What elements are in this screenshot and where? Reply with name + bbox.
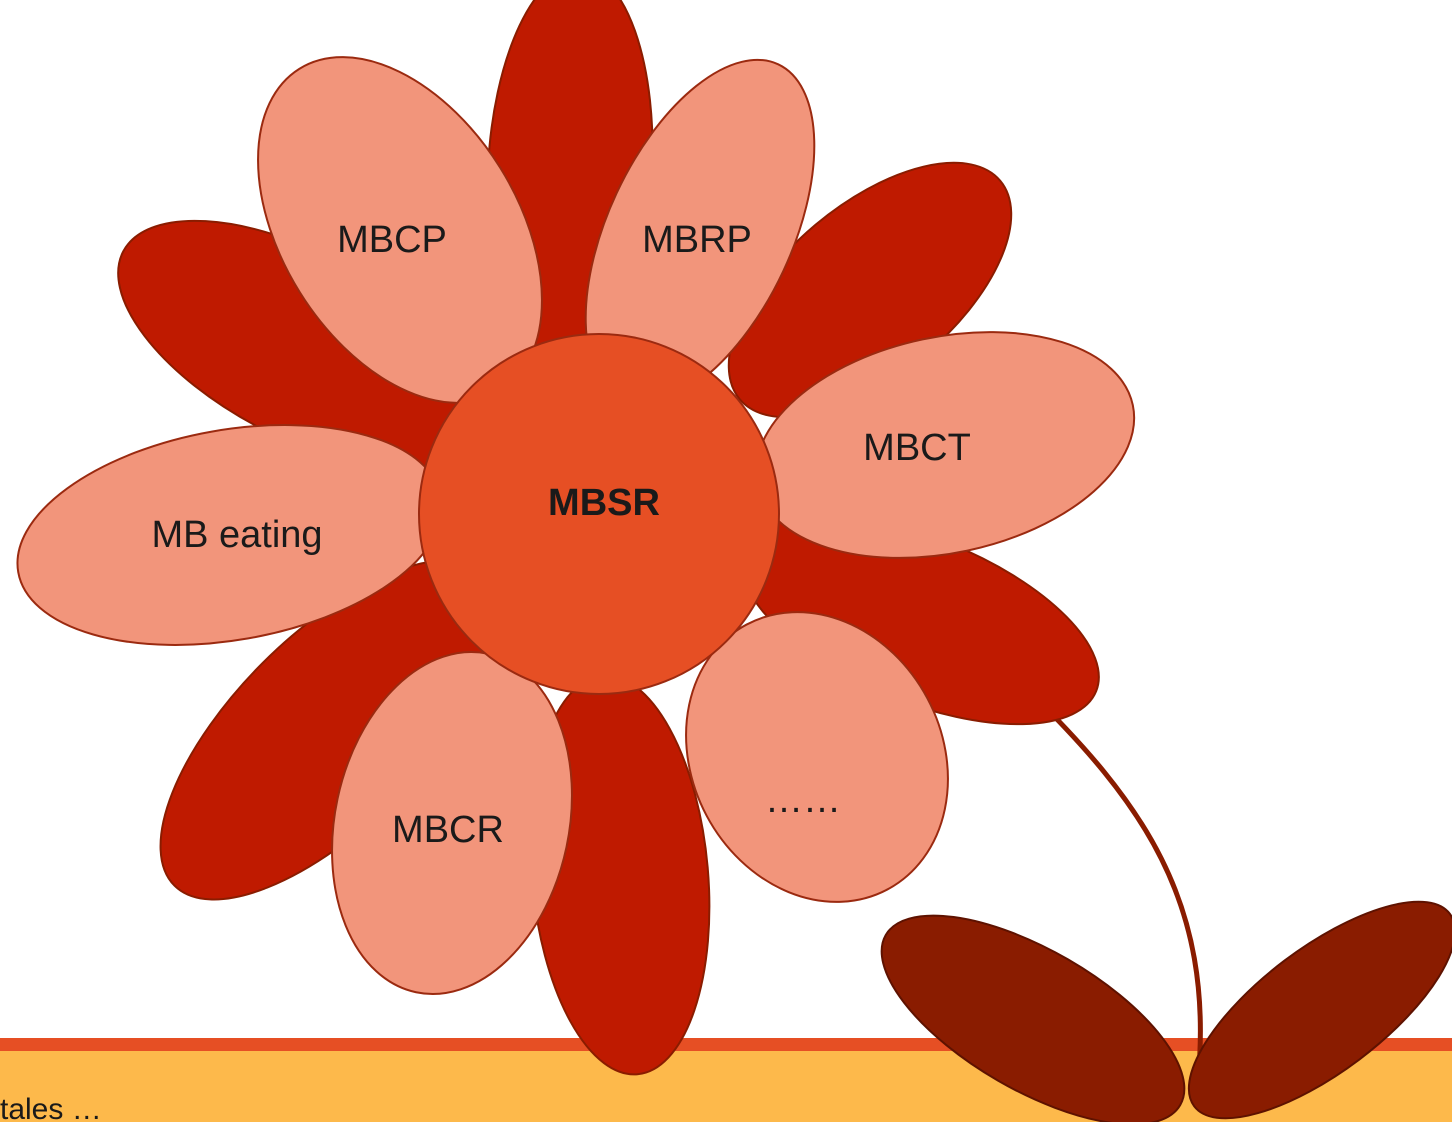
petal-label-mbrp: MBRP bbox=[642, 219, 752, 261]
petal-label-mbct: MBCT bbox=[863, 427, 971, 469]
petal-label-mbcr: MBCR bbox=[392, 809, 504, 851]
center-label: MBSR bbox=[548, 482, 660, 524]
petal-label-mbcp: MBCP bbox=[337, 219, 447, 261]
leaf-left bbox=[851, 874, 1215, 1122]
petal-label-more: …… bbox=[765, 779, 841, 821]
petal-label-mb-eating: MB eating bbox=[151, 514, 322, 556]
